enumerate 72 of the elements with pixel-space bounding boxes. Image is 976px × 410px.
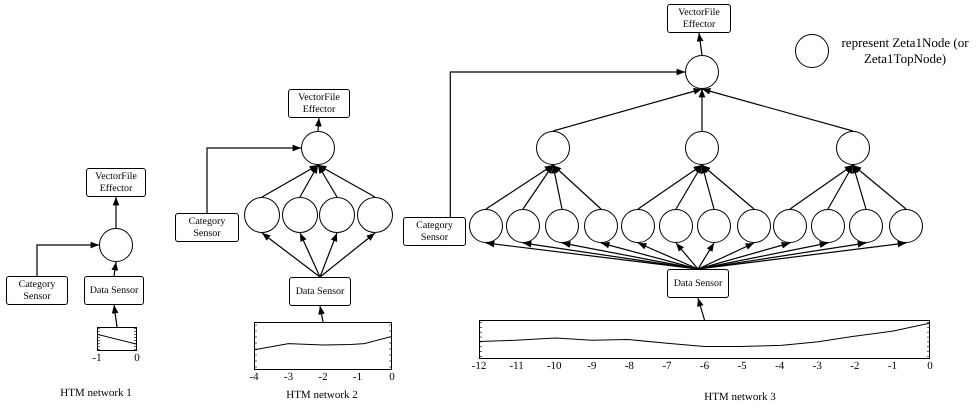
arrow [551, 164, 563, 210]
tick-label: -11 [509, 361, 524, 372]
arrow [827, 164, 854, 210]
process-box: Data Sensor [667, 269, 729, 298]
caption: HTM network 3 [704, 392, 776, 403]
arrow [698, 242, 754, 270]
tick-label: -9 [587, 361, 596, 372]
process-box: Category Sensor [175, 213, 239, 242]
process-box: Category Sensor [6, 276, 68, 305]
arrow [702, 88, 854, 132]
tick-label: -8 [624, 361, 634, 372]
tick-label: -6 [700, 361, 710, 372]
arrow [600, 242, 698, 270]
arrow [698, 242, 790, 270]
tick-label: -3 [284, 372, 294, 383]
tick-label: -4 [775, 361, 784, 372]
tick-label: -4 [249, 372, 259, 383]
arrow [299, 164, 319, 198]
arrow [696, 32, 704, 56]
caption: HTM network 1 [60, 388, 132, 399]
arrow [318, 164, 376, 198]
arrow [317, 164, 338, 198]
tick-label: 0 [389, 372, 395, 383]
tick-label: 0 [927, 361, 933, 372]
tick-label: -2 [850, 361, 860, 372]
arrow [638, 242, 698, 270]
caption: HTM network 2 [286, 390, 358, 401]
tick-label: -10 [546, 361, 562, 372]
process-box: Category Sensor [403, 217, 466, 246]
process-box: VectorFile Effector [288, 89, 350, 118]
arrow [638, 164, 702, 210]
arrow [262, 164, 318, 198]
arrow [319, 232, 338, 278]
process-box: Data Sensor [289, 277, 351, 306]
arrow [112, 304, 118, 328]
arrow [320, 232, 376, 278]
arrow [318, 306, 325, 322]
arrow [486, 164, 554, 210]
arrow [111, 262, 118, 276]
arrow [552, 164, 602, 210]
arrow [262, 232, 320, 278]
arrow [697, 242, 715, 270]
tick-label: -1 [888, 361, 897, 372]
tick-label: -12 [472, 361, 486, 372]
legend-text: represent Zeta1Node (or Zeta1TopNode) [840, 35, 970, 67]
tick-label: -7 [662, 361, 672, 372]
tick-label: -2 [318, 372, 328, 383]
arrow [697, 298, 706, 320]
process-box: VectorFile Effector [667, 4, 731, 33]
process-box: VectorFile Effector [86, 168, 146, 197]
arrow [700, 164, 715, 210]
tick-label: 0 [134, 353, 140, 364]
arrow [702, 164, 754, 210]
arrow [206, 144, 301, 213]
arrow [790, 164, 854, 210]
arrow [552, 88, 702, 132]
arrow [675, 164, 703, 210]
tick-label: -5 [738, 361, 747, 372]
tick-label: -3 [812, 361, 822, 372]
arrow [450, 68, 685, 217]
arrow [315, 118, 322, 132]
arrow [36, 242, 99, 276]
arrow [852, 164, 906, 210]
tick-label: -1 [92, 353, 102, 364]
arrow [676, 242, 698, 270]
arrow [299, 232, 321, 278]
tick-label: -1 [352, 372, 362, 383]
arrow [112, 197, 120, 228]
arrow [698, 89, 706, 131]
arrow [852, 164, 867, 210]
process-box: Data Sensor [84, 276, 144, 305]
arrow [522, 164, 554, 210]
